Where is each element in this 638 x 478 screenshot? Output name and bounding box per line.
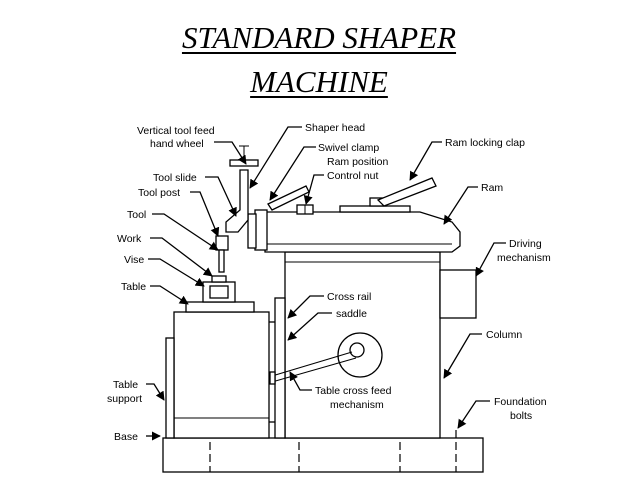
label-work: Work	[117, 233, 142, 245]
machine-drawing	[162, 145, 484, 473]
label-table: Table	[121, 281, 146, 293]
arrow-saddle	[287, 312, 332, 341]
label-vise: Vise	[124, 254, 144, 266]
arrow-column	[443, 333, 482, 379]
title-line-1: STANDARD SHAPER	[181, 20, 457, 55]
arrow-ram-position	[303, 174, 324, 205]
saddle-part	[274, 297, 286, 439]
ram-part	[264, 211, 461, 253]
arrow-vise	[148, 258, 205, 287]
label-driving-1: Driving	[509, 238, 542, 250]
arrow-foundation	[457, 400, 490, 429]
work-part	[211, 275, 227, 283]
ram-locking-clamp-part	[339, 177, 437, 213]
feed-hand-wheel-part	[229, 145, 259, 167]
arrow-ram-locking	[409, 141, 442, 181]
tool-part	[218, 249, 225, 273]
label-foundation-1: Foundation	[494, 396, 547, 408]
label-vertical-tool-feed-2: hand wheel	[150, 138, 204, 150]
labels-left: Vertical tool feed hand wheel Tool slide…	[107, 125, 215, 443]
label-tool-post: Tool post	[138, 187, 180, 199]
arrow-ram	[443, 186, 478, 225]
label-cross-rail: Cross rail	[327, 291, 371, 303]
arrow-feed-wheel	[214, 141, 247, 165]
driving-mechanism-part	[439, 269, 477, 319]
arrow-cross-rail	[287, 295, 324, 319]
arrow-tool	[152, 213, 219, 251]
arrow-tool-slide	[205, 176, 237, 217]
tool-post-part	[215, 235, 229, 251]
label-table-support-1: Table	[113, 379, 138, 391]
shaper-head-part	[225, 169, 249, 233]
label-tool-slide: Tool slide	[153, 172, 197, 184]
base-part	[162, 437, 484, 473]
label-vertical-tool-feed-1: Vertical tool feed	[137, 125, 215, 137]
labels-right: Shaper head Swivel clamp Ram position Co…	[305, 122, 551, 422]
label-ram: Ram	[481, 182, 503, 194]
arrow-tool-post	[190, 191, 220, 237]
arrow-cross-feed	[289, 371, 312, 391]
label-ram-position-1: Ram position	[327, 156, 388, 168]
arrow-table-support	[146, 383, 165, 401]
title-line-2: MACHINE	[250, 64, 388, 99]
label-table-cross-feed-2: mechanism	[330, 399, 384, 411]
label-foundation-2: bolts	[510, 410, 532, 422]
arrow-work	[150, 237, 213, 277]
leader-arrows	[146, 126, 506, 441]
label-ram-position-2: Control nut	[327, 170, 378, 182]
label-tool: Tool	[127, 209, 146, 221]
table-part	[173, 311, 270, 439]
label-driving-2: mechanism	[497, 252, 551, 264]
label-shaper-head: Shaper head	[305, 122, 365, 134]
label-swivel-clamp: Swivel clamp	[318, 142, 379, 154]
label-table-support-2: support	[107, 393, 142, 405]
arrow-shaper-head	[249, 126, 302, 189]
arrow-swivel-clamp	[269, 146, 316, 201]
table-support-part	[165, 337, 175, 439]
cross-feed-handle-part	[269, 332, 383, 385]
label-table-cross-feed-1: Table cross feed	[315, 385, 392, 397]
label-column: Column	[486, 329, 522, 341]
arrow-table	[150, 285, 189, 305]
label-ram-locking-clap: Ram locking clap	[445, 137, 525, 149]
label-base: Base	[114, 431, 138, 443]
label-saddle: saddle	[336, 308, 367, 320]
arrow-driving	[475, 242, 506, 277]
